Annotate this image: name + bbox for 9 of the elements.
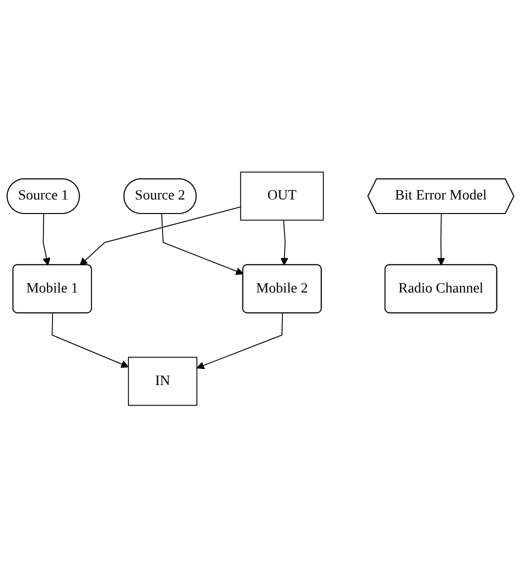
arrow [80,206,242,266]
node-box: OUT [240,172,324,221]
arrow [52,313,129,368]
arrow [437,214,446,266]
arrow [196,313,283,370]
arrow [161,214,244,276]
arrow [42,214,50,266]
arrow [280,220,288,266]
node-box: IN [128,357,198,406]
